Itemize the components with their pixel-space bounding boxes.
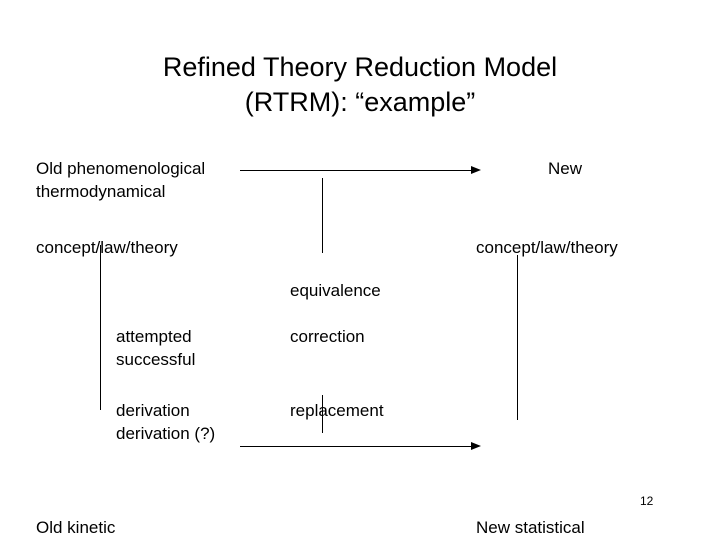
page-title: Refined Theory Reduction Model (RTRM): “… [0,50,720,120]
label-old-kinetic: Old kinetic [36,518,116,537]
arrow-bottom-head-icon [471,441,481,450]
label-derivation: derivation derivation (?) [116,401,216,443]
vertical-line-center-lower [322,395,323,433]
arrow-top-line [240,170,475,171]
label-concept-law-theory-left: concept/law/theory [36,238,178,257]
arrow-bottom-line [240,446,475,447]
page-number: 12 [640,494,654,508]
label-replacement: replacement [290,401,384,420]
label-new-statistical: New statistical [476,518,585,537]
label-correction: correction [290,327,365,346]
label-equivalence: equivalence [290,281,381,300]
vertical-line-center-upper [322,178,323,253]
title-line-2: (RTRM): “example” [244,87,476,117]
label-attempted-successful: attempted successful [116,327,196,369]
title-line-1: Refined Theory Reduction Model [162,52,558,82]
label-old-phenomenological: Old phenomenological thermodynamical [36,159,206,201]
label-new: New [548,159,583,178]
vertical-line-right [517,255,518,420]
arrow-top-head-icon [471,165,481,174]
label-concept-law-theory-right: concept/law/theory [476,238,618,257]
vertical-line-left [100,245,101,410]
